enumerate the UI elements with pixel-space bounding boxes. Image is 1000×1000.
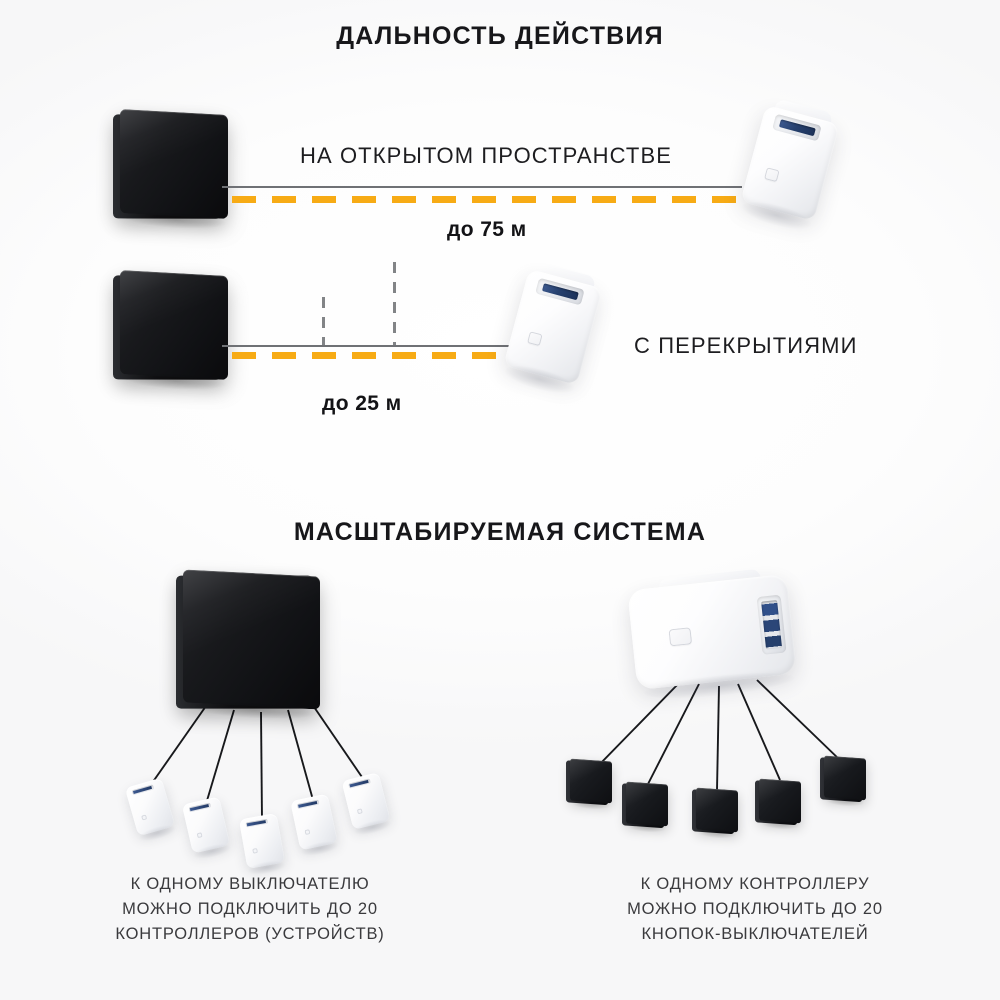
switch-front-face	[759, 778, 801, 824]
caption-line-2: МОЖНО ПОДКЛЮЧИТЬ ДО 20	[627, 900, 883, 918]
switch-front-face	[626, 781, 668, 827]
scalable-title-line-1: МАСШТАБИРУЕМАЯ	[293, 518, 566, 546]
white-controller-module-row2	[502, 262, 603, 399]
white-controller-node-4	[290, 793, 340, 859]
page-title-scalable: МАСШТАБИРУЕМАЯ СИСТЕМА	[0, 514, 1000, 550]
caption-line-3: КНОПОК-ВЫКЛЮЧАТЕЛЕЙ	[641, 925, 869, 943]
switch-front-face	[824, 755, 866, 801]
left-group-caption: К ОДНОМУ ВЫКЛЮЧАТЕЛЮ МОЖНО ПОДКЛЮЧИТЬ ДО…	[30, 872, 470, 947]
switch-front-face	[120, 108, 228, 220]
black-wall-switch-hub-left	[176, 569, 320, 722]
range-row-label-open-space: НА ОТКРЫТОМ ПРОСТРАНСТВЕ	[300, 143, 673, 168]
white-controller-module-hub-right	[627, 568, 797, 704]
range-connector-line-row1	[222, 186, 742, 188]
switch-front-face	[120, 269, 228, 381]
black-wall-switch-row1	[113, 108, 228, 231]
black-switch-node-5	[820, 755, 866, 808]
white-controller-module-row1	[739, 98, 840, 235]
black-switch-node-2	[622, 781, 668, 834]
black-switch-node-1	[566, 758, 612, 811]
controller-pair-button	[668, 627, 693, 647]
scalable-title-line-2: СИСТЕМА	[573, 518, 707, 546]
range-connector-line-row2	[222, 345, 522, 347]
white-controller-node-3	[238, 813, 287, 877]
black-wall-switch-row2	[113, 269, 228, 392]
caption-line-2: МОЖНО ПОДКЛЮЧИТЬ ДО 20	[122, 900, 378, 918]
obstacle-wall-marker-2	[393, 262, 396, 347]
white-controller-node-5	[341, 772, 393, 838]
range-row-label-with-walls: С ПЕРЕКРЫТИЯМИ	[634, 333, 858, 358]
white-controller-node-1	[124, 777, 178, 844]
caption-line-1: К ОДНОМУ ВЫКЛЮЧАТЕЛЮ	[130, 875, 370, 893]
caption-line-1: К ОДНОМУ КОНТРОЛЛЕРУ	[640, 875, 870, 893]
range-signal-dash-row1	[232, 196, 777, 203]
right-group-caption: К ОДНОМУ КОНТРОЛЛЕРУ МОЖНО ПОДКЛЮЧИТЬ ДО…	[535, 872, 975, 947]
switch-front-face	[696, 787, 738, 833]
page-title-range: ДАЛЬНОСТЬ ДЕЙСТВИЯ	[336, 22, 664, 50]
black-switch-node-3	[692, 787, 738, 840]
range-distance-open-space: до 75 м	[447, 218, 527, 241]
range-distance-with-walls: до 25 м	[322, 392, 402, 415]
range-signal-dash-row2	[232, 352, 522, 359]
obstacle-wall-marker-1	[322, 297, 325, 347]
white-controller-node-2	[181, 796, 232, 862]
caption-line-3: КОНТРОЛЛЕРОВ (УСТРОЙСТВ)	[115, 925, 385, 943]
black-switch-node-4	[755, 778, 801, 831]
switch-front-face	[183, 569, 320, 710]
controller-pair-button	[251, 847, 258, 854]
switch-front-face	[570, 758, 612, 804]
